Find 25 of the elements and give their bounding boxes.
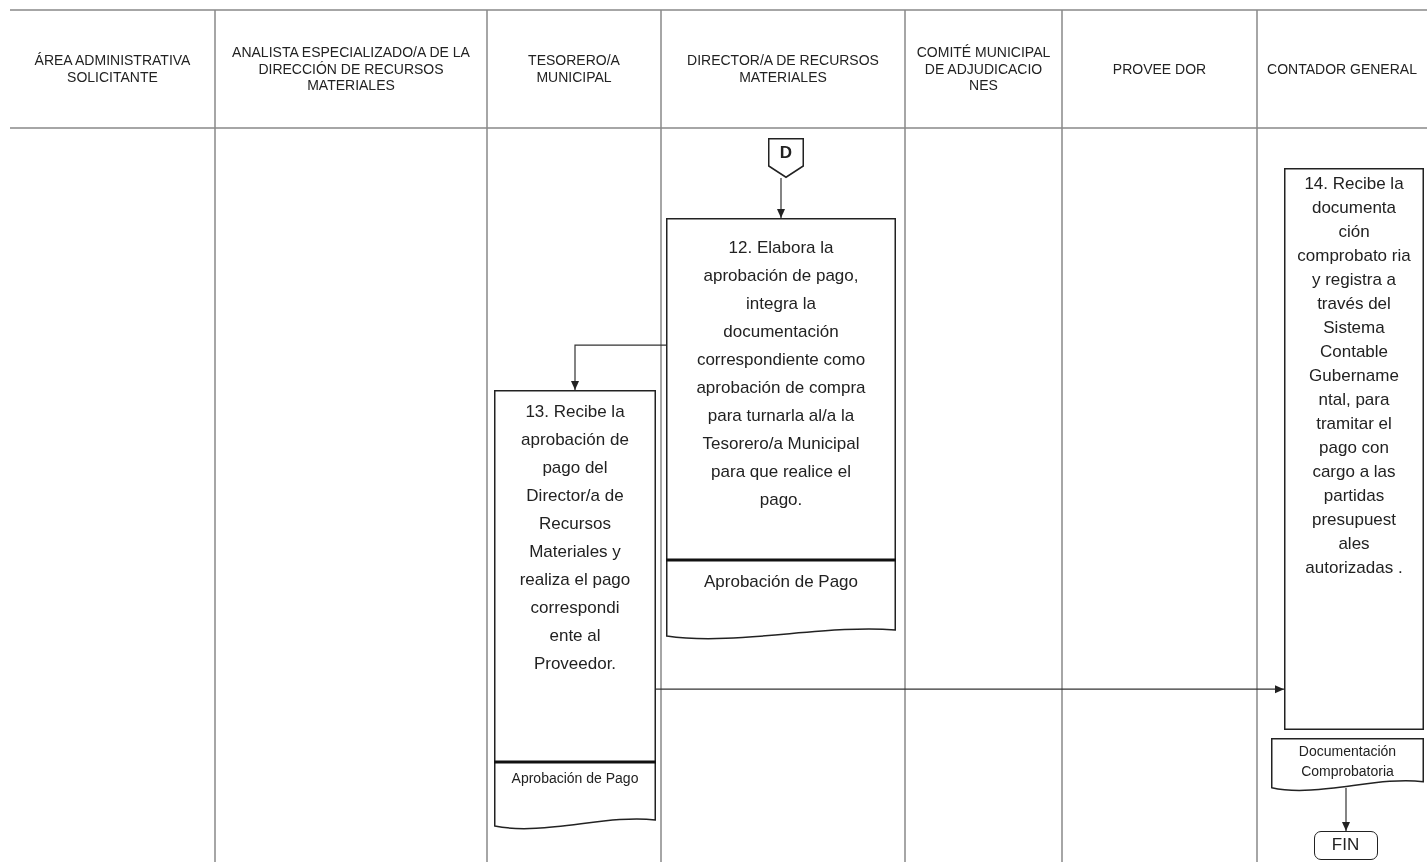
lane-title: TESORERO/A MUNICIPAL [527, 52, 621, 86]
lane-title: DIRECTOR/A DE RECURSOS MATERIALES [686, 52, 880, 86]
terminator-label: FIN [1330, 835, 1361, 855]
off-page-connector [768, 138, 804, 178]
arrow [655, 685, 1285, 694]
document-label: Documentación Comprobatoria [1297, 742, 1398, 781]
step-text: 12. Elabora la aprobación de pago, integra la documentación correspondiente como aprobación de compra para turnarla al/a la Tesorero/a Municipal para que realice el pago. [695, 237, 867, 511]
arrow [571, 344, 667, 391]
step-text: 13. Recibe la aprobación de pago del Director/a de Recursos Materiales y realiza el pago correspondi ente al Proveedor. [518, 401, 632, 675]
process-box [494, 390, 656, 832]
process-box [666, 218, 896, 642]
document-shape [1271, 738, 1424, 794]
terminator [1314, 831, 1378, 860]
arrow [777, 177, 785, 219]
process-box [1284, 168, 1424, 730]
lane-title: ANALISTA ESPECIALIZADO/A DE LA DIRECCIÓN DE RECURSOS MATERIALES [231, 43, 471, 95]
arrow [1342, 787, 1350, 832]
lane-title: COMITÉ MUNICIPAL DE ADJUDICACIO NES [915, 43, 1052, 95]
lane-title: PROVEE DOR [1112, 60, 1207, 78]
document-label: Aprobación de Pago [510, 769, 640, 788]
step-text: 14. Recibe la documenta ción comprobato ria y registra a través del Sistema Contable Gubername ntal, para tramitar el pago con cargo a las partidas presupuest ales autorizadas . [1296, 173, 1412, 579]
connector-label: D [778, 143, 794, 163]
document-label: Aprobación de Pago [702, 571, 860, 593]
lane-title: CONTADOR GENERAL [1267, 60, 1417, 78]
lane-title: ÁREA ADMINISTRATIVA SOLICITANTE [33, 52, 192, 86]
